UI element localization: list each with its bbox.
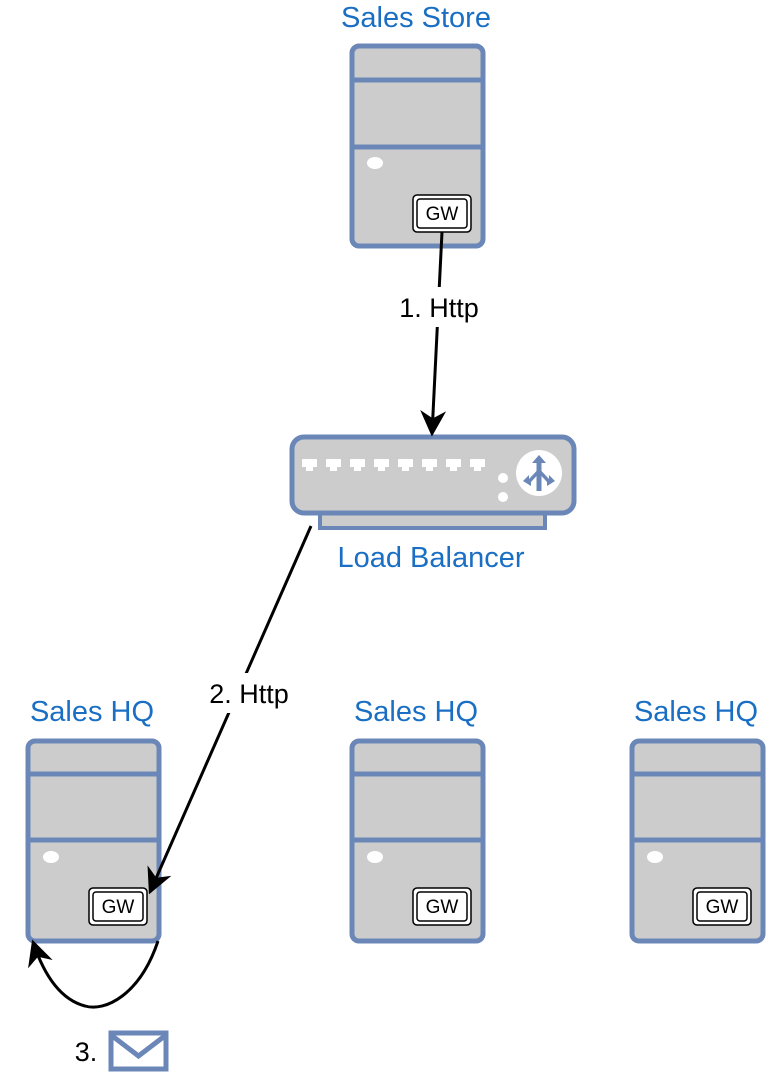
edge-store-to-balancer: 1. Http [388,231,488,437]
gateway-label: GW [426,897,459,918]
edge-hq-self-loop: 3. [28,939,169,1072]
edge-label-bg [388,287,488,327]
edge-label-bg [198,673,300,713]
gateway-badge: GW [692,887,752,926]
sales-hq-2-label: Sales HQ [354,696,478,728]
edge-balancer-to-hq: 2. Http [147,525,313,895]
envelope-icon [108,1030,169,1072]
edge-2-label: 2. Http [209,679,289,709]
sales-hq-1-label: Sales HQ [30,696,154,728]
load-balancer-node[interactable]: Load Balancer [289,434,577,574]
sales-hq-node-3[interactable]: Sales HQ GW [629,696,766,944]
load-balancer-label: Load Balancer [337,542,524,574]
sales-store-node[interactable]: Sales Store GW [341,2,491,249]
edge-line [28,939,160,1009]
gateway-badge: GW [88,887,148,926]
sales-hq-node-1[interactable]: Sales HQ GW [25,696,162,944]
gateway-label: GW [426,204,459,225]
load-balancer-icon [289,434,577,530]
edge-1-label: 1. Http [399,293,479,323]
gateway-badge: GW [412,887,472,926]
sales-store-label: Sales Store [341,2,491,34]
load-balancer-split-icon [516,450,562,496]
gateway-badge: GW [412,194,472,233]
gateway-label: GW [102,897,135,918]
gateway-label: GW [706,897,739,918]
port-row-icon [302,459,485,471]
edge-3-label: 3. [75,1037,98,1067]
sales-hq-3-label: Sales HQ [634,696,758,728]
edge-line [420,231,447,437]
sales-hq-node-2[interactable]: Sales HQ GW [349,696,486,944]
